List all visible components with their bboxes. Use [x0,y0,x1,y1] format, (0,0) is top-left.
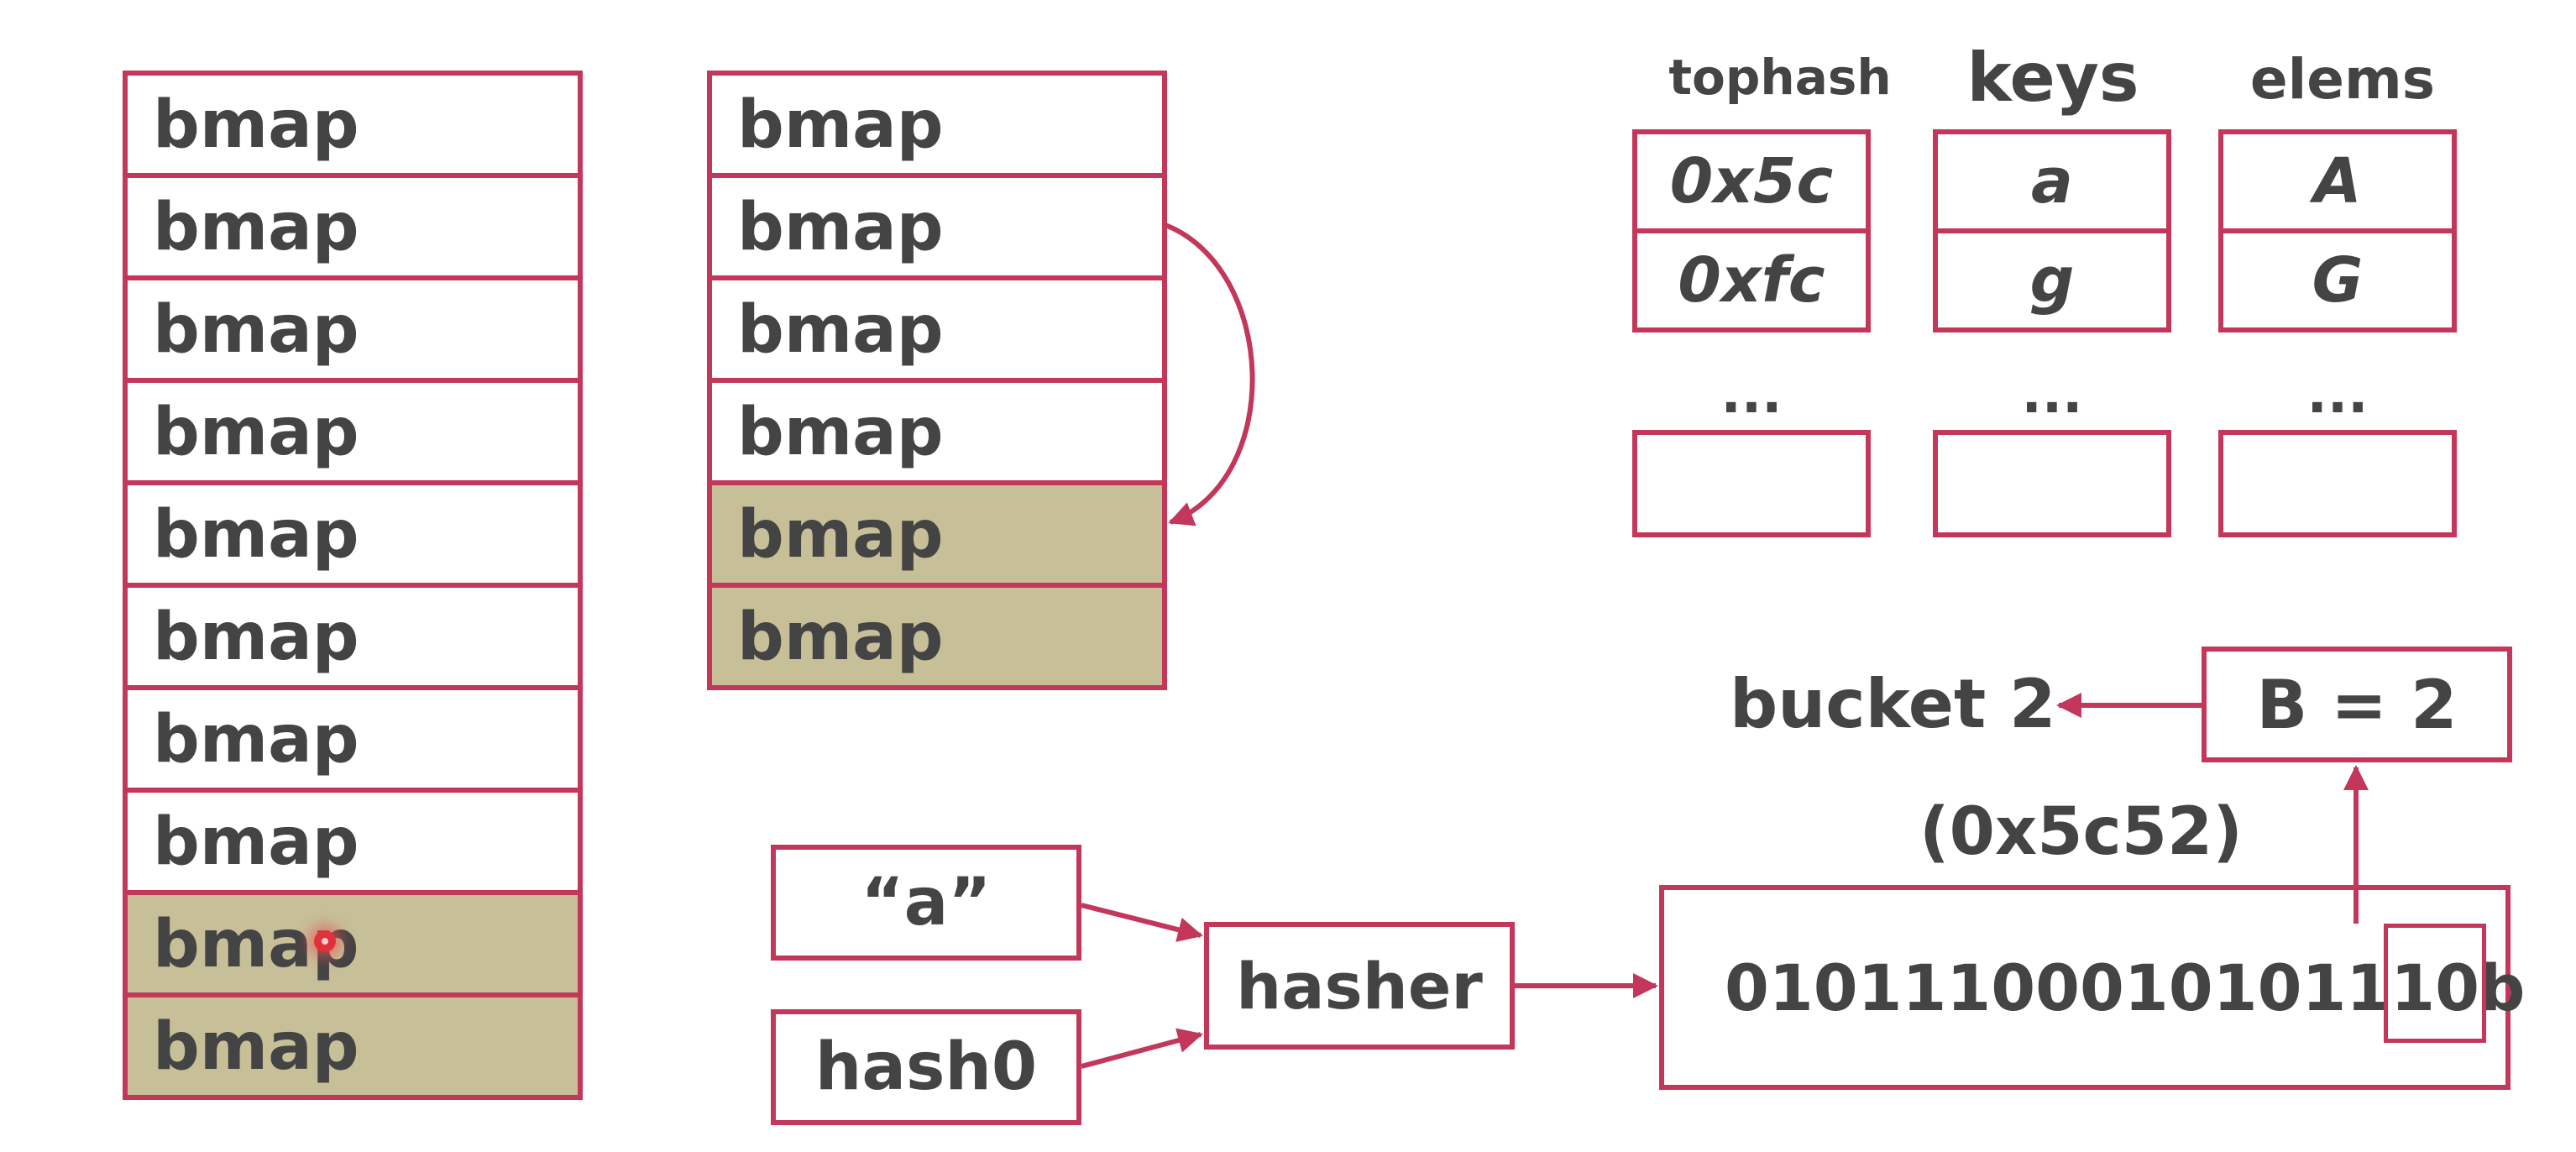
tophash-header: tophash [1668,49,1892,106]
b-value-box: B = 2 [2202,647,2512,762]
tophash-cell: 0x5c [1632,129,1871,233]
bmap-row: bmap [123,71,583,178]
seed-input-box: hash0 [771,1009,1081,1125]
keys-empty-cell [1933,430,2171,537]
elems-cell: G [2218,228,2457,333]
tophash-cell: 0xfc [1632,228,1871,333]
keys-header: keys [1966,39,2139,117]
bmap-row: bmap [707,173,1167,280]
keys-cell: g [1933,228,2171,333]
key-to-hasher-arrow [1081,903,1203,942]
bmap-row: bmap [123,378,583,485]
elems-header: elems [2249,47,2436,112]
hash-bits-selected: 10 [2390,950,2479,1025]
overflow-curve-arrow [1164,223,1255,526]
hash-bits-suffix: b [2479,950,2526,1025]
bmap-row: bmap [123,788,583,895]
bmap-row: bmap [123,890,583,998]
elems-ellipsis: ... [2306,364,2369,426]
bmap-row: bmap [707,583,1167,690]
hash-bits-prefix: 010111000101011 [1725,950,2391,1025]
tophash-ellipsis: ... [1720,364,1783,426]
bmap-row: bmap [123,992,583,1100]
bmap-row: bmap [123,275,583,383]
bmap-row: bmap [123,583,583,690]
selected-bits-highlight [2384,924,2486,1043]
seed-to-hasher-arrow [1081,1028,1203,1069]
pointer-dot [314,930,336,952]
bmap-row: bmap [707,480,1167,588]
hash-hex-label: (0x5c52) [1919,794,2243,870]
key-input-box: “a” [771,845,1081,961]
bmap-row: bmap [123,685,583,793]
hasher-box: hasher [1204,922,1515,1050]
tophash-empty-cell [1632,430,1871,537]
elems-empty-cell [2218,430,2457,537]
bucket-result-label: bucket 2 [1730,665,2056,743]
keys-ellipsis: ... [2021,364,2083,426]
bmap-row: bmap [123,480,583,588]
keys-cell: a [1933,129,2171,233]
